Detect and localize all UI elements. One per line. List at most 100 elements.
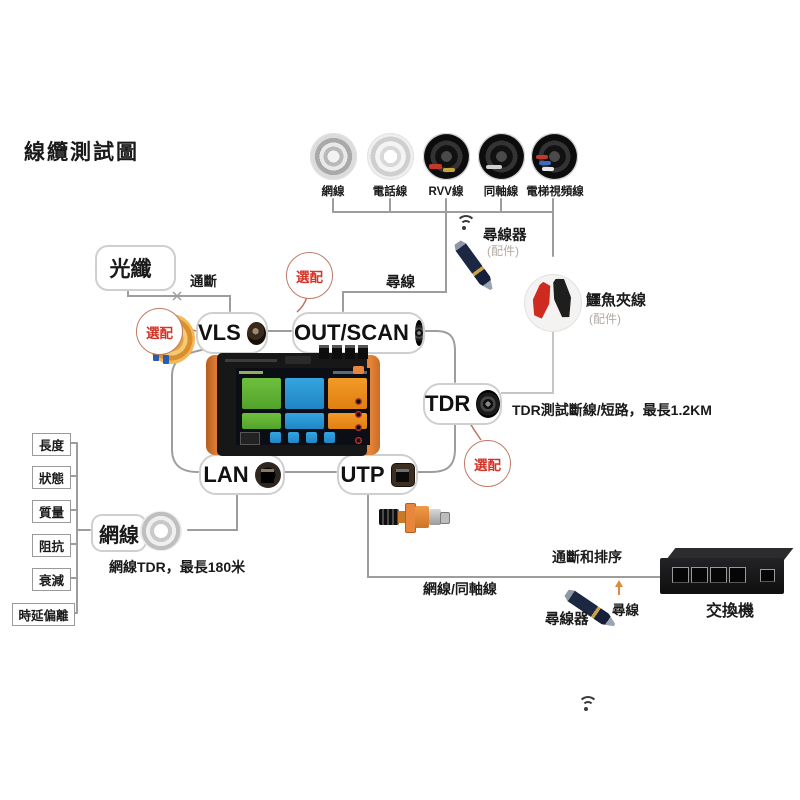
device-connector bbox=[319, 345, 329, 359]
adapter-bnc-tip bbox=[440, 512, 450, 524]
cable-image-elevator-video bbox=[531, 133, 578, 180]
switch-rj45-port bbox=[729, 567, 746, 583]
wire-tracker-label: 尋線器 bbox=[483, 228, 527, 244]
alligator-sublabel: (配件) bbox=[589, 312, 621, 326]
switch-sfp-port bbox=[760, 569, 775, 582]
cable-image-coax bbox=[478, 133, 525, 180]
optional-badge-vls: 選配 bbox=[136, 308, 183, 355]
ev-wire-white bbox=[542, 167, 554, 171]
trace-bottom-label: 尋線 bbox=[612, 603, 639, 618]
cable-label-rvv: RVV線 bbox=[428, 186, 464, 198]
switch-rj45-port bbox=[672, 567, 689, 583]
screen-dock-icon bbox=[270, 432, 281, 443]
screen-dock-icon bbox=[324, 432, 335, 443]
lan-cable-note: 網線TDR，最長180米 bbox=[109, 559, 246, 575]
screen-statusbar-left bbox=[239, 371, 263, 374]
fiber-connector bbox=[153, 352, 159, 361]
ev-wire-blue bbox=[539, 161, 551, 165]
bnc-connector-icon bbox=[414, 320, 423, 346]
rvv-wire-red bbox=[429, 164, 442, 169]
coax-connector bbox=[486, 165, 502, 169]
alligator-clip-red bbox=[529, 280, 554, 319]
tdr-note: TDR測試斷線/短路，最長1.2KM bbox=[512, 402, 712, 418]
trace-bottom-tracker-label: 尋線器 bbox=[545, 612, 589, 628]
device-screen bbox=[236, 368, 370, 445]
fiber-label: 光纖 bbox=[109, 258, 152, 281]
screen-statusbar-right bbox=[333, 371, 367, 374]
cable-image-rvv bbox=[423, 133, 470, 180]
alligator-clips-image bbox=[524, 274, 582, 332]
cable-label-coax: 同軸線 bbox=[483, 186, 519, 198]
cable-label-network: 網線 bbox=[321, 186, 345, 198]
device-port-led bbox=[355, 411, 362, 418]
vls-connector-icon bbox=[246, 321, 266, 345]
cctv-tester-device bbox=[206, 345, 380, 458]
optional-badge-tdr: 選配 bbox=[464, 440, 511, 487]
metric-delay-skew: 時延偏離 bbox=[12, 603, 75, 626]
switch-label: 交換機 bbox=[706, 603, 755, 620]
up-arrow-icon bbox=[615, 580, 623, 595]
network-switch-image bbox=[660, 548, 794, 598]
port-out-scan: OUT/SCAN bbox=[292, 312, 425, 354]
screen-tile bbox=[285, 413, 324, 429]
device-connector bbox=[358, 345, 368, 359]
device-port-led bbox=[355, 437, 362, 444]
adapter-body bbox=[415, 506, 429, 528]
rj45-square-icon bbox=[390, 462, 415, 487]
device-body bbox=[217, 345, 370, 456]
metric-length: 長度 bbox=[32, 433, 71, 456]
trace-top-label: 尋線 bbox=[386, 275, 415, 291]
wifi-signal-icon bbox=[577, 696, 599, 712]
adapter-ribbed-end bbox=[379, 509, 399, 525]
adapter-neck bbox=[398, 511, 406, 523]
wire-tracker-sublabel: (配件) bbox=[487, 244, 519, 258]
device-brand-plate bbox=[285, 356, 311, 364]
device-port-led bbox=[355, 424, 362, 431]
metric-status: 狀態 bbox=[32, 466, 71, 489]
port-tdr: TDR bbox=[423, 383, 502, 425]
lan-cable-label: 網線 bbox=[99, 524, 139, 547]
device-top-vents bbox=[225, 359, 277, 362]
rj45-round-icon bbox=[254, 461, 281, 488]
lan-cable-coil-image bbox=[140, 511, 182, 551]
wifi-signal-icon bbox=[455, 215, 477, 231]
cable-label-elevator-video: 電梯視頻線 bbox=[526, 186, 584, 198]
device-port-led bbox=[355, 398, 362, 405]
fiber-connector bbox=[163, 355, 169, 364]
fiber-status-label: 通斷 bbox=[190, 274, 217, 289]
screen-tile bbox=[242, 378, 281, 409]
adapter-bnc-barrel bbox=[429, 509, 441, 525]
optional-badge-outscan: 選配 bbox=[286, 252, 333, 299]
device-connector bbox=[345, 345, 355, 359]
metric-quality: 質量 bbox=[32, 500, 71, 523]
port-lan: LAN bbox=[199, 454, 285, 495]
switch-front-face bbox=[660, 558, 784, 594]
switch-rj45-port bbox=[710, 567, 727, 583]
alligator-clip-black bbox=[551, 277, 575, 319]
device-connector bbox=[332, 345, 342, 359]
metric-attenuation: 衰減 bbox=[32, 568, 71, 591]
alligator-label: 鱷魚夾線 bbox=[586, 292, 647, 309]
screen-menu-panel bbox=[240, 432, 260, 445]
lan-cable-box: 網線 bbox=[91, 514, 147, 552]
ev-wire-red bbox=[536, 155, 548, 159]
screen-tile bbox=[285, 378, 324, 409]
screen-tile bbox=[242, 413, 281, 429]
port-utp: UTP bbox=[337, 454, 418, 495]
metric-impedance: 阻抗 bbox=[32, 534, 71, 557]
cable-image-telephone bbox=[367, 133, 414, 180]
screen-dock-icon bbox=[288, 432, 299, 443]
rvv-wire-yellow bbox=[443, 168, 455, 172]
screen-dock-icon bbox=[306, 432, 317, 443]
device-power-button bbox=[353, 366, 364, 374]
bnc-connector-icon bbox=[476, 390, 500, 418]
bnc-adapter-image bbox=[379, 502, 450, 533]
cable-label-telephone: 電話線 bbox=[372, 186, 408, 198]
screen-tile bbox=[328, 378, 367, 409]
page-title: 線纜測試圖 bbox=[24, 141, 139, 164]
switch-rj45-port bbox=[691, 567, 708, 583]
utp-line-status: 通斷和排序 bbox=[552, 549, 622, 565]
cable-image-network bbox=[310, 133, 357, 180]
